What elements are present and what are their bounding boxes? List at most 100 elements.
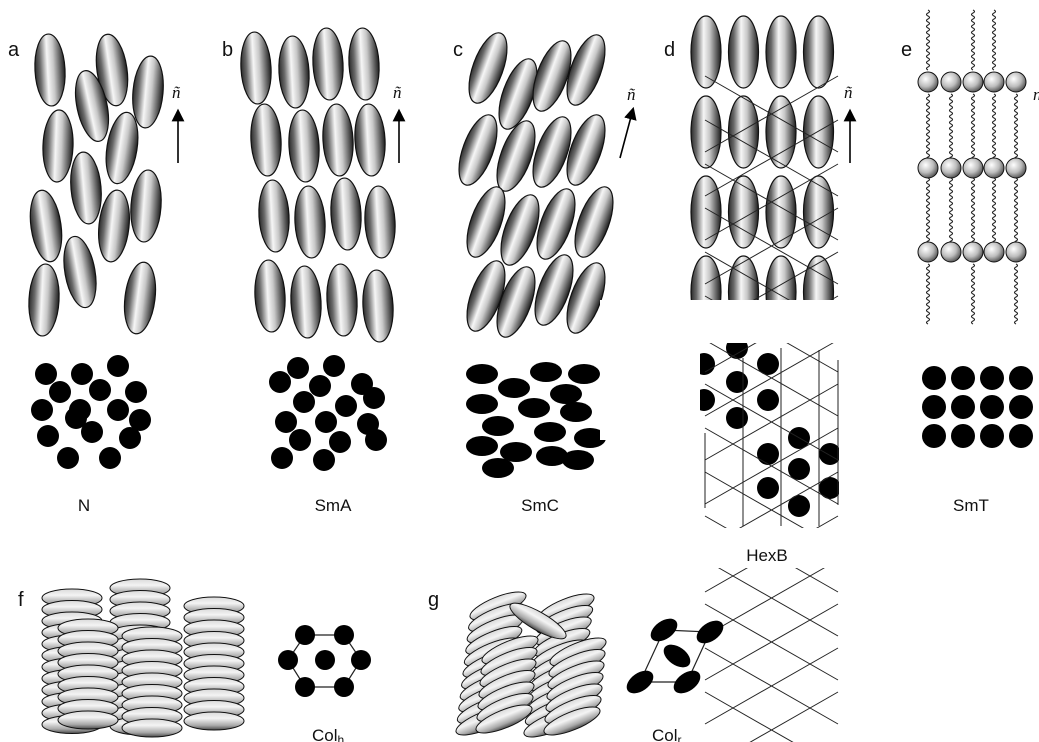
alkyl-chain bbox=[991, 177, 997, 245]
cross-section-dot bbox=[550, 384, 582, 404]
rod-molecule bbox=[312, 27, 344, 101]
lattice-diagonal bbox=[704, 207, 839, 285]
rod-molecule bbox=[727, 175, 760, 249]
rod-molecule bbox=[690, 95, 722, 169]
cross-section-dot bbox=[89, 379, 111, 401]
rod-molecule bbox=[466, 186, 506, 258]
column-dot bbox=[351, 650, 371, 670]
director-label-b: ñ bbox=[393, 83, 402, 102]
cross-section-dot bbox=[500, 442, 532, 462]
smt-sphere bbox=[917, 157, 939, 179]
cross-section-dot bbox=[49, 381, 71, 403]
rod-molecule bbox=[354, 103, 386, 177]
alkyl-chain bbox=[1013, 263, 1019, 325]
disc-molecule bbox=[121, 718, 183, 738]
alkyl-chain bbox=[925, 93, 931, 161]
cross-section-dot bbox=[482, 458, 514, 478]
lattice-diagonal bbox=[704, 559, 839, 637]
smt-sphere bbox=[1005, 157, 1027, 179]
column-dot bbox=[626, 670, 654, 694]
rod-molecule bbox=[532, 116, 572, 188]
rod-molecule bbox=[258, 179, 290, 253]
cross-section-dot bbox=[107, 355, 129, 377]
director-label-e: n bbox=[1033, 85, 1039, 104]
rod-molecule bbox=[765, 175, 797, 249]
disc-molecule bbox=[57, 710, 119, 730]
cross-section-dot bbox=[323, 355, 345, 377]
cross-section-dot bbox=[534, 422, 566, 442]
rod-molecule bbox=[95, 33, 129, 107]
column-dot bbox=[295, 677, 315, 697]
cross-section-dot bbox=[1009, 424, 1033, 448]
rod-molecule bbox=[458, 114, 498, 186]
lattice-mask bbox=[839, 330, 869, 540]
smt-sphere bbox=[1005, 241, 1027, 263]
rod-molecule bbox=[123, 261, 157, 335]
lattice-diagonal bbox=[704, 75, 839, 153]
rod-molecule bbox=[330, 177, 362, 251]
rod-molecule bbox=[534, 254, 574, 326]
cross-section-dot bbox=[65, 407, 87, 429]
director-arrows bbox=[171, 106, 857, 163]
alkyl-chain bbox=[1013, 93, 1019, 161]
cross-section-dot bbox=[309, 375, 331, 397]
cross-section-dot bbox=[35, 363, 57, 385]
alkyl-chain bbox=[970, 263, 976, 325]
smt-sphere bbox=[983, 241, 1005, 263]
rod-molecule bbox=[690, 15, 722, 89]
director-label-d: ñ bbox=[844, 83, 853, 102]
cross-section-dot bbox=[922, 366, 946, 390]
alkyl-chain bbox=[970, 9, 976, 71]
cross-section-dot bbox=[757, 443, 779, 465]
cross-section-dot bbox=[980, 424, 1004, 448]
hexagonal-grid bbox=[600, 75, 869, 742]
cross-section-dot bbox=[757, 477, 779, 499]
cross-section-dot bbox=[313, 449, 335, 471]
column-dot bbox=[334, 677, 354, 697]
cross-section-dot bbox=[951, 366, 975, 390]
alkyl-chain bbox=[925, 263, 931, 325]
rod-molecule bbox=[802, 175, 835, 249]
rod-molecule bbox=[362, 269, 394, 343]
lattice-verticals bbox=[704, 348, 839, 526]
rod-molecule bbox=[290, 265, 322, 339]
rod-molecule bbox=[802, 15, 835, 89]
panel-letter-f: f bbox=[18, 589, 24, 611]
cross-section-dot bbox=[335, 395, 357, 417]
cross-section-dot bbox=[1009, 395, 1033, 419]
cross-section-dot bbox=[466, 394, 498, 414]
lattice-diagonal bbox=[704, 383, 839, 461]
disc-molecule bbox=[475, 704, 533, 734]
cross-section-dot bbox=[37, 425, 59, 447]
discotic-stacks bbox=[41, 578, 607, 738]
panel-letter-c: c bbox=[453, 39, 463, 61]
alkyl-chain bbox=[925, 9, 931, 71]
cross-section-dot bbox=[980, 395, 1004, 419]
lattice-mask bbox=[700, 300, 850, 343]
cross-section-dot bbox=[568, 364, 600, 384]
cross-section-dot bbox=[31, 399, 53, 421]
lattice-diagonal bbox=[704, 163, 839, 241]
rod-molecule bbox=[802, 95, 835, 169]
lattice-diagonal bbox=[704, 427, 839, 505]
cross-section-dot bbox=[275, 411, 297, 433]
disc-molecule bbox=[183, 711, 245, 731]
smt-sphere bbox=[962, 157, 984, 179]
disc-molecule bbox=[543, 706, 601, 736]
cross-section-dot bbox=[71, 363, 93, 385]
cross-section-dot bbox=[482, 416, 514, 436]
rod-molecule bbox=[500, 194, 540, 266]
rod-molecule bbox=[130, 169, 162, 243]
alkyl-chain bbox=[991, 93, 997, 161]
smt-sphere bbox=[962, 71, 984, 93]
column-dot bbox=[315, 650, 335, 670]
rod-molecule bbox=[566, 34, 606, 106]
smt-sphere bbox=[940, 157, 962, 179]
phase-name-hexb: HexB bbox=[746, 546, 788, 565]
disc-molecule bbox=[509, 602, 567, 640]
rod-molecule bbox=[240, 31, 272, 105]
panel-letter-d: d bbox=[664, 39, 675, 61]
cross-section-dot bbox=[788, 495, 810, 517]
rod-molecule bbox=[34, 33, 66, 107]
